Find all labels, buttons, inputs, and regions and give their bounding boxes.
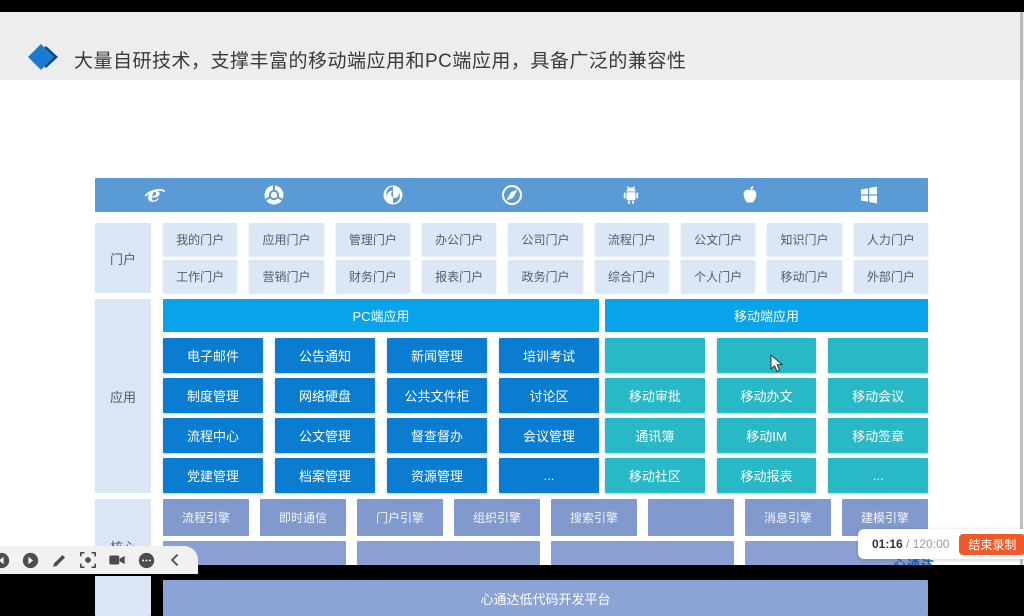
mobile-apps-grid: 移动审批 移动办文 移动会议 通讯簿 移动IM 移动签章 移动社区 移动报表 .…	[605, 338, 928, 493]
portal-cell: 我的门户	[163, 223, 238, 256]
more-options-icon[interactable]	[137, 551, 155, 569]
watermark-logo: 心通达	[893, 557, 936, 565]
pc-app-cell: 党建管理	[163, 458, 263, 493]
core-engine-cell-empty	[648, 499, 734, 536]
internet-explorer-icon: e	[142, 182, 168, 208]
pc-apps-header: PC端应用	[163, 299, 599, 332]
portal-cell: 外部门户	[853, 260, 928, 293]
pc-app-cell: 公文管理	[275, 418, 375, 453]
core-engine-cell: 流程引擎	[163, 499, 249, 536]
firefox-icon	[380, 182, 406, 208]
mobile-apps-header: 移动端应用	[605, 299, 928, 332]
mobile-app-cell: ...	[828, 458, 928, 493]
pc-app-cell: 公共文件柜	[387, 378, 487, 413]
screen-edge-line	[1020, 12, 1023, 565]
bottom-letterbox-bar	[0, 565, 1024, 576]
pc-app-cell: 档案管理	[275, 458, 375, 493]
pc-app-cell: 会议管理	[499, 418, 599, 453]
pc-app-cell: 网络硬盘	[275, 378, 375, 413]
portal-grid: 我的门户 应用门户 管理门户 办公门户 公司门户 流程门户 公文门户 知识门户 …	[163, 223, 928, 293]
pc-app-cell: 公告通知	[275, 338, 375, 373]
portal-cell: 公文门户	[681, 223, 756, 256]
page-title: 大量自研技术，支撑丰富的移动端应用和PC端应用，具备广泛的兼容性	[74, 51, 687, 72]
portal-cell: 营销门户	[249, 260, 324, 293]
pc-app-cell: 讨论区	[499, 378, 599, 413]
mobile-app-cell: 移动签章	[828, 418, 928, 453]
core-engine-cell: 搜索引擎	[551, 499, 637, 536]
title-diamond-icon	[26, 42, 62, 77]
mobile-app-cell	[605, 338, 705, 373]
next-button[interactable]	[21, 551, 39, 569]
svg-text:e: e	[147, 183, 160, 207]
portal-cell: 综合门户	[594, 260, 669, 293]
core-engines-grid: 流程引擎 即时通信 门户引擎 组织引擎 搜索引擎 消息引擎 建模引擎	[163, 499, 928, 536]
portal-cell: 应用门户	[249, 223, 324, 256]
mobile-app-cell: 移动报表	[716, 458, 817, 493]
recorder-toolbar	[0, 546, 198, 574]
lowcode-platform-bar: 心通达低代码开发平台	[163, 580, 928, 616]
portal-cell: 政务门户	[508, 260, 583, 293]
core-engine-cell: 门户引擎	[357, 499, 443, 536]
portal-cell: 人力门户	[853, 223, 928, 256]
portal-cell: 流程门户	[594, 223, 669, 256]
mobile-app-cell: 移动办文	[716, 378, 817, 413]
mobile-app-cell: 移动社区	[605, 458, 705, 493]
mobile-app-cell: 移动会议	[828, 378, 928, 413]
pc-app-cell: 制度管理	[163, 378, 263, 413]
mouse-cursor	[770, 353, 784, 379]
pc-app-cell: 资源管理	[387, 458, 487, 493]
portal-cell: 管理门户	[335, 223, 410, 256]
screenshot-focus-icon[interactable]	[79, 551, 97, 569]
core-engine-cell: 组织引擎	[454, 499, 540, 536]
windows-icon	[856, 182, 882, 208]
mobile-app-cell	[716, 338, 817, 373]
pc-app-cell: 流程中心	[163, 418, 263, 453]
recording-widget: 01:16 / 120:00 结束录制	[858, 529, 1024, 559]
portal-cell: 知识门户	[767, 223, 842, 256]
portal-cell: 公司门户	[508, 223, 583, 256]
slide-title-band: 大量自研技术，支撑丰富的移动端应用和PC端应用，具备广泛的兼容性	[0, 12, 1024, 80]
portal-cell: 移动门户	[767, 260, 842, 293]
portal-cell: 个人门户	[681, 260, 756, 293]
safari-icon	[499, 182, 525, 208]
pc-app-cell: 新闻管理	[387, 338, 487, 373]
pencil-annotate-icon[interactable]	[50, 551, 68, 569]
pc-app-cell: 电子邮件	[163, 338, 263, 373]
portal-cell: 办公门户	[422, 223, 497, 256]
pc-apps-grid: 电子邮件 公告通知 新闻管理 培训考试 制度管理 网络硬盘 公共文件柜 讨论区 …	[163, 338, 599, 493]
section-label-portal: 门户	[95, 223, 151, 293]
portal-cell: 工作门户	[163, 260, 238, 293]
portal-cell: 财务门户	[335, 260, 410, 293]
android-icon	[618, 182, 644, 208]
core-engine-cell: 消息引擎	[745, 499, 831, 536]
core-engine-cell: 即时通信	[260, 499, 346, 536]
camera-icon[interactable]	[108, 551, 126, 569]
slide-content: e	[0, 80, 1024, 616]
chrome-icon	[261, 182, 287, 208]
apple-icon	[737, 182, 763, 208]
portal-cell: 报表门户	[422, 260, 497, 293]
section-label-apps: 应用	[95, 299, 151, 493]
pc-app-cell: 督查督办	[387, 418, 487, 453]
top-letterbox-bar	[0, 0, 1024, 12]
mobile-app-cell: 移动IM	[716, 418, 817, 453]
mobile-app-cell: 移动审批	[605, 378, 705, 413]
pc-app-cell: 培训考试	[499, 338, 599, 373]
title-row: 大量自研技术，支撑丰富的移动端应用和PC端应用，具备广泛的兼容性	[26, 42, 686, 77]
recording-time: 01:16 / 120:00	[872, 537, 950, 551]
mobile-app-cell: 通讯簿	[605, 418, 705, 453]
collapse-chevron-icon[interactable]	[166, 551, 184, 569]
stop-recording-button[interactable]: 结束录制	[959, 533, 1024, 555]
platform-compat-bar: e	[95, 178, 928, 212]
previous-button[interactable]	[0, 551, 10, 569]
pc-app-cell: ...	[499, 458, 599, 493]
mobile-app-cell	[828, 338, 928, 373]
